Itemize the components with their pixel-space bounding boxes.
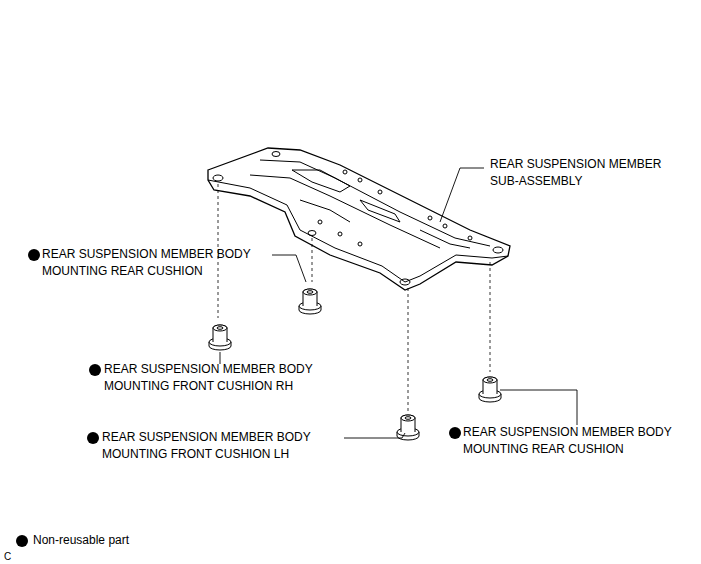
cushion-shape xyxy=(479,377,501,402)
legend-text: Non-reusable part xyxy=(33,532,129,549)
cushion-shape xyxy=(299,289,321,314)
part-name: REAR SUSPENSION MEMBER BODY MOUNTING FRO… xyxy=(104,361,344,395)
leader-lines xyxy=(220,168,577,438)
non-reusable-marks xyxy=(16,249,461,547)
part-name: REAR SUSPENSION MEMBER SUB-ASSEMBLY xyxy=(490,156,690,190)
cushion-shape xyxy=(397,415,419,440)
assembly-guide-lines xyxy=(218,184,490,412)
part-name: REAR SUSPENSION MEMBER BODY MOUNTING REA… xyxy=(463,424,695,458)
figure-code: C xyxy=(4,548,24,564)
part-name: REAR SUSPENSION MEMBER BODY MOUNTING FRO… xyxy=(102,429,342,463)
legend-symbol xyxy=(16,535,28,547)
part-name: REAR SUSPENSION MEMBER BODY MOUNTING REA… xyxy=(42,246,282,280)
suspension-member-drawing xyxy=(208,148,510,290)
cushion-shape xyxy=(209,325,231,350)
